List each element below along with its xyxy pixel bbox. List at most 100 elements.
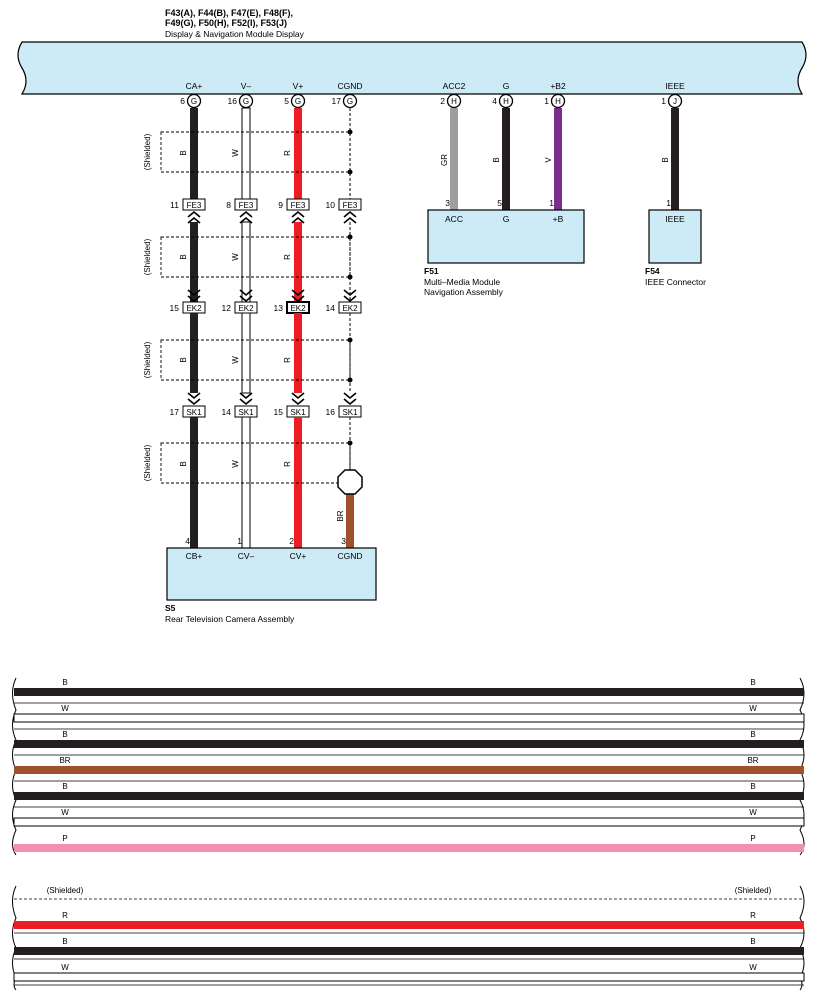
harness-wire-label-left: P	[62, 834, 67, 843]
wire-color-label: W	[231, 460, 240, 468]
harness-wire-label-left: BR	[59, 756, 70, 765]
junction-pin-number: 14	[222, 407, 232, 417]
connector-arrow-down	[239, 398, 253, 406]
multimedia-pin-number: 5	[497, 198, 502, 208]
harness-wire-label-right: P	[750, 834, 755, 843]
connector-arrow-down	[343, 289, 357, 297]
display-module-connector	[17, 41, 807, 95]
harness-wire-label-left: B	[62, 782, 67, 791]
camera-wire-segment-4	[190, 416, 351, 549]
connector-arrow-up	[291, 210, 305, 218]
ieee-pin-label: IEEE	[665, 214, 685, 224]
pin-letter: G	[295, 97, 301, 106]
pin-letter: J	[673, 97, 677, 106]
wire-acc2-gr	[450, 108, 458, 210]
pin-label-v-minus: V–	[241, 81, 252, 91]
shield-junction-dot	[347, 169, 353, 175]
pin-label-ca-plus: CA+	[186, 81, 203, 91]
junction-pin-number: 14	[326, 303, 336, 313]
wire-color-label: BR	[336, 510, 345, 521]
pin-circle	[186, 93, 202, 109]
harness-wire-label-left: W	[61, 963, 69, 972]
connector-arrow-down	[291, 398, 305, 406]
pin-number: 4	[492, 96, 497, 106]
wire-cgnd-br	[346, 493, 354, 548]
camera-wire-segment-2	[190, 221, 351, 303]
camera-pin-label: CB+	[186, 551, 203, 561]
harness-wire	[14, 792, 804, 800]
junction-box	[338, 198, 362, 211]
junction-code: FE3	[239, 201, 254, 210]
shield-label: (Shielded)	[143, 238, 152, 275]
shield-label: (Shielded)	[143, 444, 152, 481]
connector-arrow-down	[291, 289, 305, 297]
pin-letter: H	[503, 97, 509, 106]
wire-v-minus	[241, 221, 251, 303]
shield-group-1: (Shielded) B W R	[143, 129, 353, 175]
shield-label: (Shielded)	[143, 133, 152, 170]
connector-arrow-up	[343, 216, 357, 224]
harness-wire-label-right: W	[749, 704, 757, 713]
camera-pin-number: 3	[341, 536, 346, 546]
connector-arrow-down	[343, 398, 357, 406]
junction-box	[182, 198, 206, 211]
wire-color-label: W	[231, 253, 240, 261]
junction-code: FE3	[291, 201, 306, 210]
shield-junction-dot	[347, 377, 353, 383]
camera-pin-number: 1	[237, 536, 242, 546]
pin-number: 5	[284, 96, 289, 106]
wire-color-label: V	[544, 157, 553, 163]
harness-wire-label-right: R	[750, 911, 756, 920]
multimedia-connector	[427, 209, 585, 264]
shield-group-3: (Shielded) B W R	[143, 337, 353, 383]
display-module-codes-line2: F49(G), F50(H), F52(I), F53(J)	[165, 18, 287, 28]
camera-pin-label: CGND	[337, 551, 362, 561]
junction-code: SK1	[238, 408, 254, 417]
junction-code: EK2	[238, 304, 254, 313]
shield-group-4: (Shielded) B W R	[143, 440, 353, 484]
junction-pin-number: 11	[170, 200, 179, 210]
harness-wire	[14, 766, 804, 774]
harness-wire-label-right: B	[750, 730, 755, 739]
harness-wire	[13, 817, 805, 827]
shield-junction-dot	[347, 337, 353, 343]
ieee-code: F54	[645, 266, 660, 276]
pin-label-cgnd: CGND	[337, 81, 362, 91]
camera-pin-label: CV+	[290, 551, 307, 561]
connector-arrow-up	[343, 210, 357, 218]
camera-pin-label: CV–	[238, 551, 255, 561]
harness-wire-label-right: B	[750, 937, 755, 946]
camera-code: S5	[165, 603, 176, 613]
harness-wire-label-right: W	[749, 963, 757, 972]
connector-arrow-down	[291, 392, 305, 400]
wire-color-label: B	[661, 157, 670, 162]
wire-v-minus	[241, 107, 251, 200]
camera-pin-number: 4	[185, 536, 190, 546]
multimedia-wires: GR B V	[440, 108, 562, 210]
display-module-codes-line1: F43(A), F44(B), F47(E), F48(F),	[165, 8, 293, 18]
display-module-name: Display & Navigation Module Display	[165, 29, 305, 39]
pin-label-v-plus: V+	[293, 81, 304, 91]
junction-row-ek2: EK2 EK2 EK2 EK2 15 12 13 14	[170, 301, 362, 314]
junction-code: SK1	[186, 408, 202, 417]
wire-v-plus	[294, 313, 302, 393]
harness-wire	[14, 844, 804, 852]
wire-ieee-b	[671, 108, 679, 210]
pin-circle	[667, 93, 683, 109]
junction-pin-number: 10	[326, 200, 336, 210]
multimedia-pin-circles: H H H	[446, 93, 566, 109]
pin-number: 17	[332, 96, 342, 106]
connector-arrow-up	[187, 210, 201, 218]
pin-number: 1	[661, 96, 666, 106]
connector-arrow-up	[187, 216, 201, 224]
junction-code: FE3	[343, 201, 358, 210]
junction-box	[234, 198, 258, 211]
pin-label-g: G	[503, 81, 510, 91]
multimedia-name-line2: Navigation Assembly	[424, 287, 504, 297]
ieee-pin-number: 1	[666, 198, 671, 208]
junction-row-fe3: FE3 FE3 FE3 FE3 11 8 9 10	[170, 198, 362, 211]
connector-arrows	[187, 210, 357, 406]
wire-cv-minus	[241, 416, 251, 549]
shield-label-right: (Shielded)	[735, 886, 772, 895]
harness-wire	[14, 947, 804, 955]
